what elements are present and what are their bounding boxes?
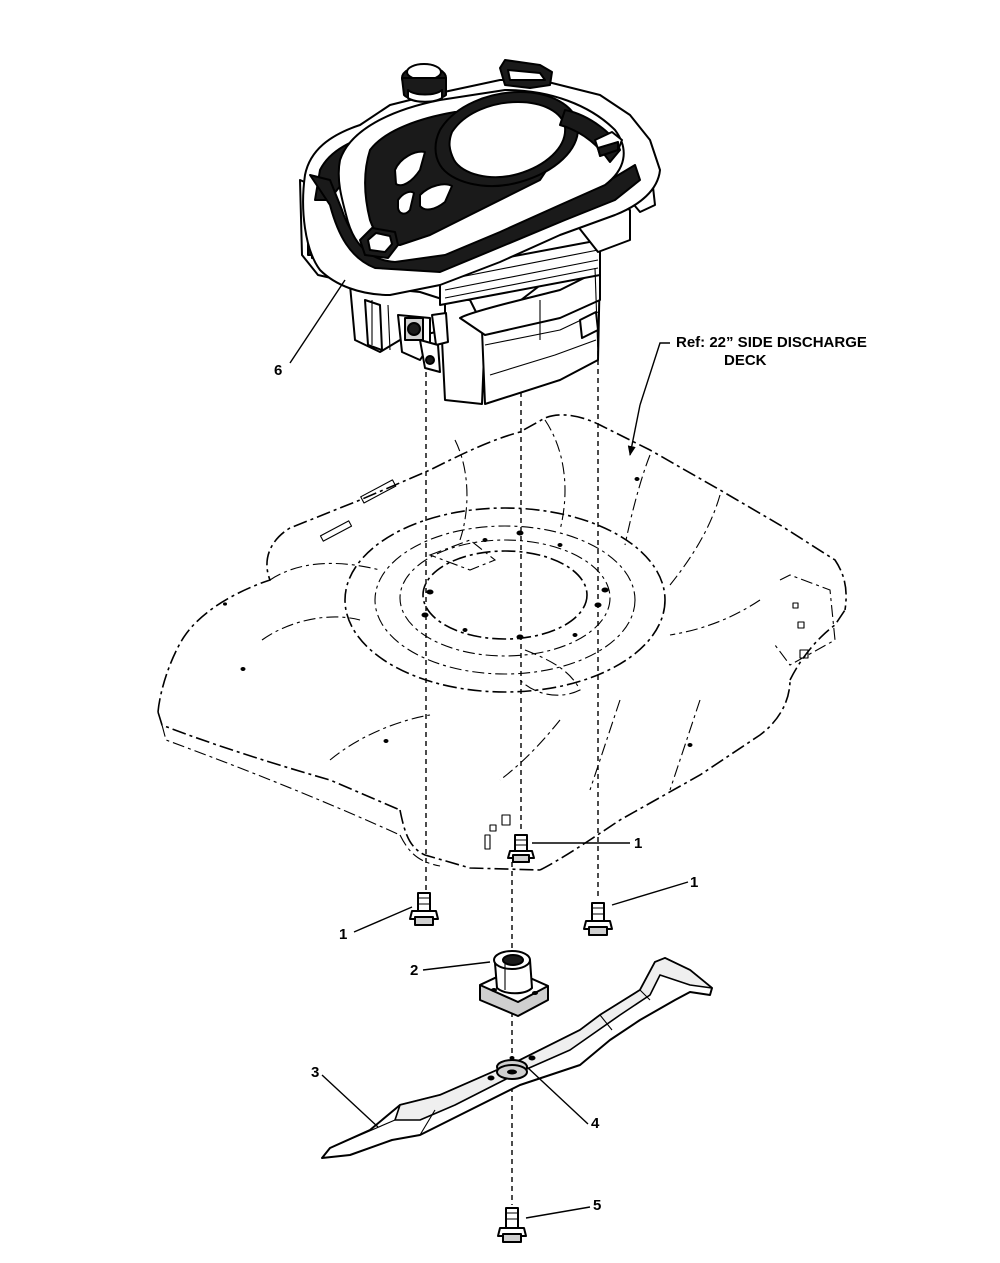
mower-blade (321, 957, 713, 1159)
washer-below-blade (496, 1064, 528, 1080)
callout-1-center: 1 (634, 835, 643, 852)
callout-2: 2 (410, 962, 419, 979)
callout-1-right: 1 (690, 874, 699, 891)
blade-bolt (497, 1207, 527, 1243)
callout-4: 4 (591, 1115, 600, 1132)
blade-adapter (479, 950, 549, 1017)
leader-lines (289, 279, 689, 1219)
deck-reference-line2: DECK (724, 352, 767, 369)
bolt-right (583, 902, 613, 936)
deck-outline (157, 414, 847, 871)
callout-5: 5 (593, 1197, 602, 1214)
callout-6: 6 (274, 362, 283, 379)
deck-reference-label: Ref: 22” SIDE DISCHARGE DECK (676, 334, 867, 370)
deck-reference-line1: Ref: 22” SIDE DISCHARGE (676, 334, 867, 351)
callout-3: 3 (311, 1064, 320, 1081)
engine-assembly (299, 59, 661, 405)
callout-1-left: 1 (339, 926, 348, 943)
blade-bolt-center (507, 834, 535, 863)
bolt-left (409, 892, 439, 926)
